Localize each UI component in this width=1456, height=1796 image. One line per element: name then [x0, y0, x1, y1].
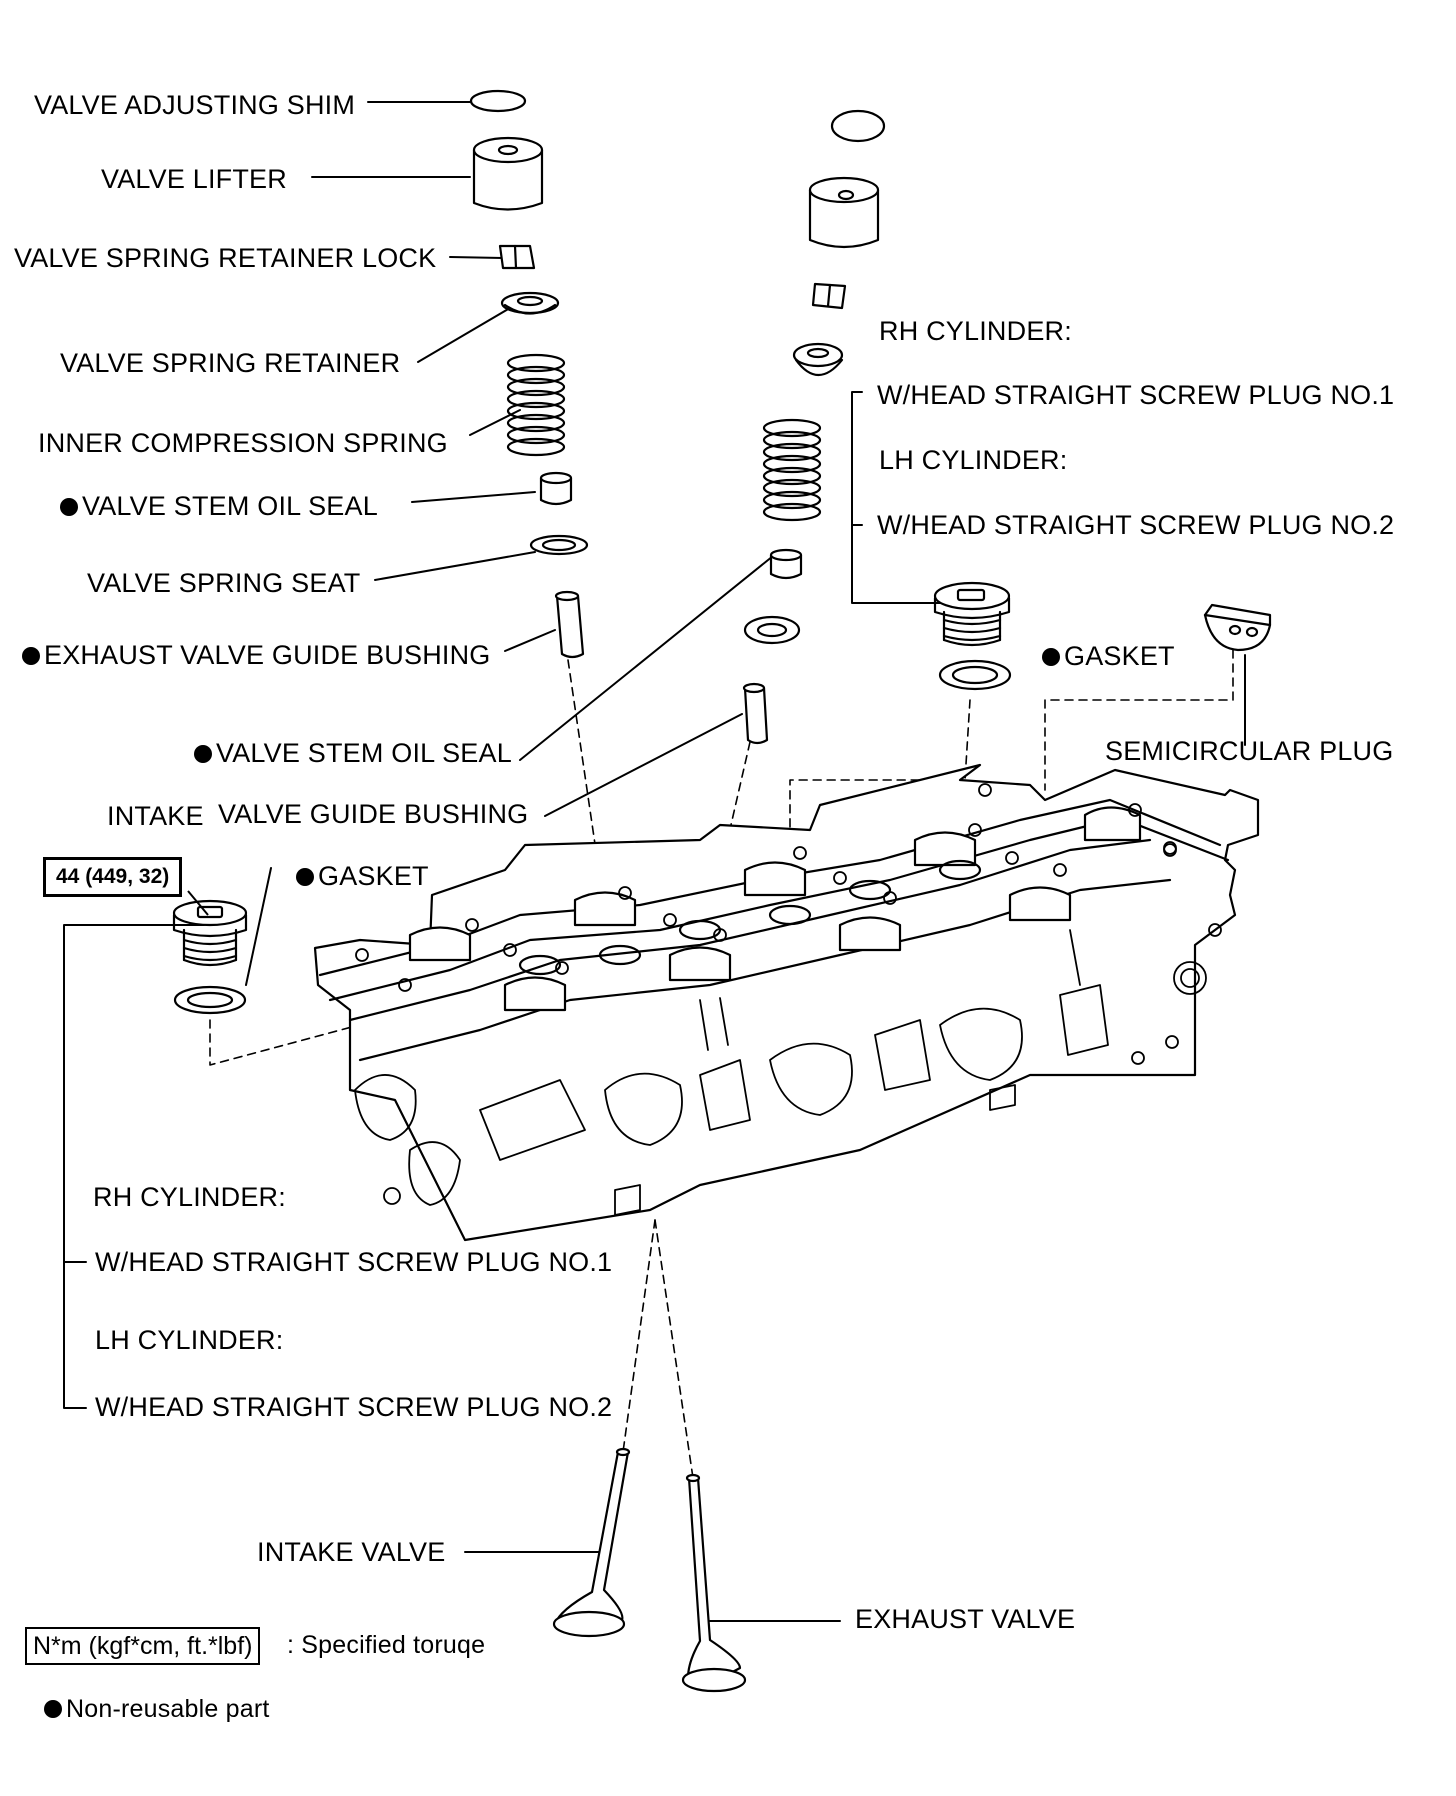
- non-reusable-bullet-icon: [60, 498, 78, 516]
- leader-lines: [63, 101, 1246, 1622]
- label-valve-spring-retainer: VALVE SPRING RETAINER: [60, 348, 401, 378]
- non-reusable-bullet-icon: [22, 647, 40, 665]
- non-reusable-bullet-icon: [194, 745, 212, 763]
- label-lh-cylinder-top: LH CYLINDER:: [879, 445, 1068, 475]
- cylinder-head-body: [313, 763, 1260, 1242]
- bolt-bosses: [355, 783, 1222, 1065]
- right-spring-coils: [762, 418, 822, 522]
- label-lh-cylinder-bottom: LH CYLINDER:: [95, 1325, 284, 1355]
- legend-non-reusable: Non-reusable part: [44, 1694, 270, 1724]
- head-side-details: [354, 929, 1207, 1216]
- label-plug-no2-top: W/HEAD STRAIGHT SCREW PLUG NO.2: [877, 510, 1395, 540]
- right-valve-stack: [742, 109, 886, 745]
- left-spring-coils: [506, 353, 566, 457]
- cam-journals: [408, 806, 1142, 1012]
- torque-spec-box: 44 (449, 32): [43, 857, 183, 897]
- label-valve-spring-retainer-lock: VALVE SPRING RETAINER LOCK: [14, 243, 437, 273]
- label-rh-cylinder-bottom: RH CYLINDER:: [93, 1182, 286, 1212]
- label-inner-compression-spring: INNER COMPRESSION SPRING: [38, 428, 448, 458]
- non-reusable-bullet-icon: [44, 1700, 62, 1718]
- label-gasket-right: GASKET: [1042, 641, 1175, 671]
- legend-torque-description: : Specified toruqe: [287, 1631, 486, 1659]
- label-valve-stem-oil-seal-upper: VALVE STEM OIL SEAL: [60, 491, 378, 521]
- label-plug-no1-bottom: W/HEAD STRAIGHT SCREW PLUG NO.1: [95, 1247, 613, 1277]
- label-valve-stem-oil-seal-lower: VALVE STEM OIL SEAL: [194, 738, 512, 768]
- label-exhaust-valve: EXHAUST VALVE: [855, 1604, 1076, 1634]
- label-gasket-left: GASKET: [296, 861, 429, 891]
- label-exhaust-valve-guide-bushing: EXHAUST VALVE GUIDE BUSHING: [22, 640, 491, 670]
- valve-bores: [518, 859, 982, 976]
- non-reusable-bullet-icon: [296, 868, 314, 886]
- label-intake-valve: INTAKE VALVE: [257, 1537, 446, 1567]
- label-plug-no2-bottom: W/HEAD STRAIGHT SCREW PLUG NO.2: [95, 1392, 613, 1422]
- legend-torque-units-box: N*m (kgf*cm, ft.*lbf): [25, 1627, 261, 1665]
- label-valve-guide-bushing: VALVE GUIDE BUSHING: [218, 799, 529, 829]
- label-semicircular-plug: SEMICIRCULAR PLUG: [1105, 736, 1394, 766]
- non-reusable-bullet-icon: [1042, 648, 1060, 666]
- label-valve-lifter: VALVE LIFTER: [101, 164, 287, 194]
- label-valve-adjusting-shim: VALVE ADJUSTING SHIM: [34, 90, 356, 120]
- left-valve-stack: [469, 89, 589, 659]
- label-plug-no1-top: W/HEAD STRAIGHT SCREW PLUG NO.1: [877, 380, 1395, 410]
- exhaust-valve-part: [681, 1473, 747, 1693]
- label-rh-cylinder-top: RH CYLINDER:: [879, 316, 1072, 346]
- label-valve-spring-seat: VALVE SPRING SEAT: [87, 568, 361, 598]
- intake-valve-part: [552, 1447, 631, 1638]
- label-intake-word: INTAKE: [107, 801, 204, 831]
- plugs-and-gaskets: [172, 581, 1272, 1015]
